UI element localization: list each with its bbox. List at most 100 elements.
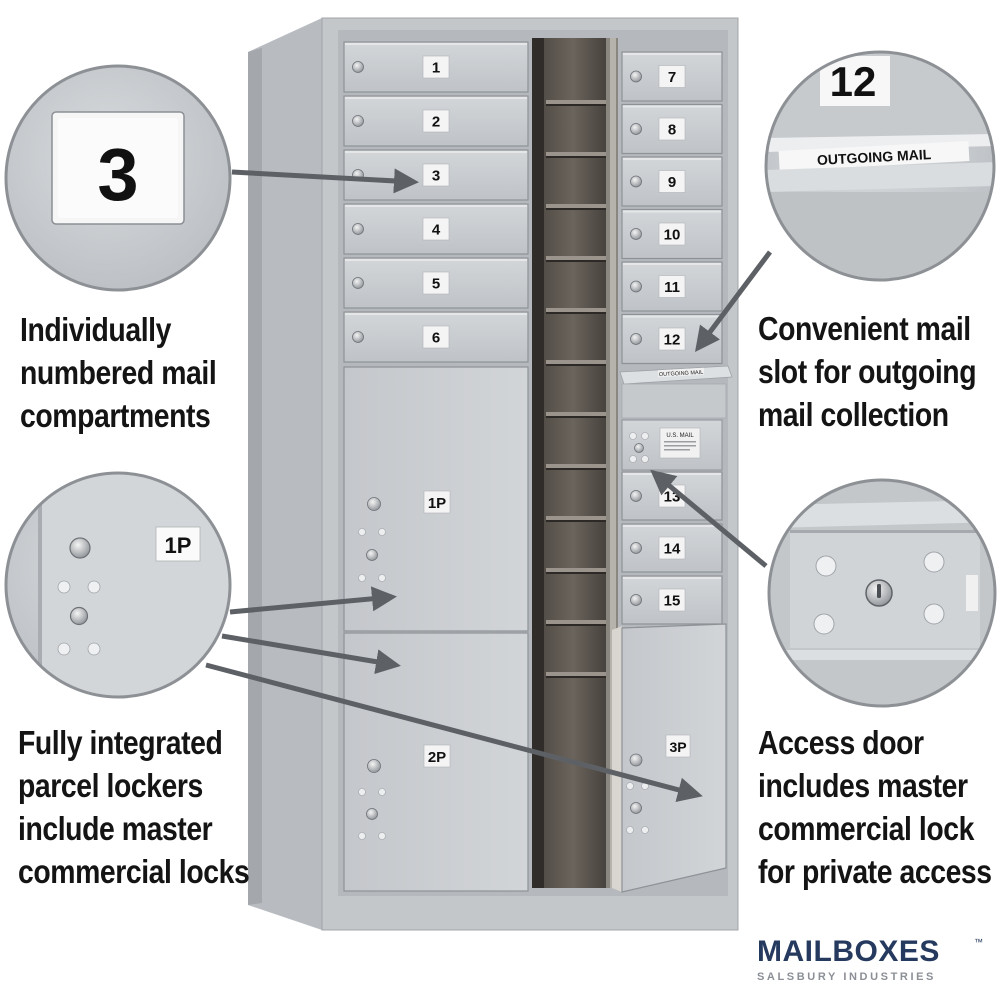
- arrow-parcel-3p: [205, 662, 703, 802]
- parcel-locker-1p[interactable]: 1P: [343, 366, 529, 632]
- arrow-master-lock: [650, 469, 768, 568]
- door-number: 1: [432, 60, 440, 77]
- open-interior: [532, 38, 622, 892]
- zoom-callout-parcel-lock: 1P: [4, 471, 232, 699]
- lock-icon: [630, 280, 642, 293]
- door-number: 12: [664, 332, 681, 349]
- mail-compartment-door[interactable]: 2: [343, 95, 529, 147]
- mail-compartment-door[interactable]: 15: [621, 575, 723, 625]
- lock-icon: [367, 497, 381, 511]
- zoom-parcel-label: 1P: [165, 533, 192, 558]
- mail-compartment-door[interactable]: 3: [343, 149, 529, 201]
- caption-line: parcel lockers: [18, 767, 203, 804]
- lock-icon: [630, 123, 642, 135]
- mail-compartment-door[interactable]: 14: [621, 523, 723, 573]
- caption-parcel: Fully integrated parcel lockers include …: [18, 721, 250, 893]
- lock-icon: [352, 277, 364, 289]
- door-number: 3P: [669, 739, 686, 755]
- door-number: 2: [432, 114, 440, 131]
- lock-icon: [630, 594, 642, 606]
- lock-icon: [630, 490, 642, 502]
- mail-compartment-door[interactable]: 13: [621, 471, 723, 521]
- caption-line: Individually: [20, 311, 171, 348]
- zoom-door-number: 3: [97, 133, 138, 216]
- mail-compartment-door[interactable]: 7: [621, 51, 723, 102]
- door-number: 5: [432, 276, 440, 293]
- caption-line: include master: [18, 810, 213, 847]
- caption-line: slot for outgoing: [758, 353, 977, 390]
- caption-compartments: Individually numbered mail compartments: [20, 308, 217, 437]
- lock-icon: [366, 549, 378, 561]
- arrow-parcel-2p: [221, 633, 401, 675]
- arrow-door-number: [231, 168, 419, 194]
- lock-icon: [352, 115, 364, 127]
- door-number: 4: [432, 222, 441, 239]
- lock-icon: [352, 331, 364, 343]
- lock-icon: [630, 228, 642, 240]
- access-door[interactable]: U.S. MAIL: [621, 419, 723, 471]
- mail-compartment-door[interactable]: 5: [343, 257, 529, 309]
- mail-compartment-door[interactable]: 11: [621, 261, 723, 312]
- right-lower-door-column: 13 14 15: [621, 471, 723, 625]
- lock-icon: [630, 70, 642, 83]
- mail-compartment-door[interactable]: 12: [621, 313, 723, 365]
- door-number: 1P: [428, 495, 446, 512]
- right-door-column: 7 8 9 10 11 12: [621, 51, 723, 365]
- outgoing-mail-slot[interactable]: OUTGOING MAIL: [619, 365, 733, 419]
- caption-line: for private access: [758, 853, 992, 890]
- zoom-callout-outgoing-slot: 12 OUTGOING MAIL: [764, 50, 996, 282]
- zoom-slot-number: 12: [830, 58, 877, 105]
- door-number: 3: [432, 168, 440, 185]
- cabinet-side: [248, 18, 322, 930]
- caption-line: Fully integrated: [18, 724, 223, 761]
- zoom-callout-door-number: 3: [4, 64, 232, 292]
- zoom-slot-label: OUTGOING MAIL: [817, 146, 932, 168]
- brand-logo: MAILBOXES SALSBURY INDUSTRIES ™: [757, 935, 987, 995]
- master-lock-icon: [634, 443, 644, 453]
- caption-line: includes master: [758, 767, 968, 804]
- door-number: 15: [664, 593, 681, 610]
- mail-compartment-door[interactable]: 1: [343, 41, 529, 93]
- door-number: 6: [432, 330, 440, 347]
- lock-icon: [69, 606, 89, 626]
- lock-icon: [630, 175, 642, 188]
- door-number: 14: [664, 541, 681, 558]
- lock-icon: [367, 759, 381, 773]
- door-number: 8: [668, 122, 676, 139]
- lock-icon: [352, 61, 364, 73]
- door-number: 7: [668, 69, 676, 86]
- door-number: 9: [668, 174, 676, 191]
- caption-outgoing: Convenient mail slot for outgoing mail c…: [758, 307, 977, 436]
- mail-compartment-door[interactable]: 4: [343, 203, 529, 255]
- mail-compartment-door[interactable]: 10: [621, 208, 723, 260]
- caption-line: commercial lock: [758, 810, 974, 847]
- mail-compartment-door[interactable]: 6: [343, 311, 529, 363]
- lock-icon: [352, 223, 364, 235]
- caption-line: numbered mail: [20, 354, 217, 391]
- caption-line: mail collection: [758, 396, 949, 433]
- cabinet-side-shade: [248, 48, 262, 905]
- caption-line: Convenient mail: [758, 310, 971, 347]
- brand-tagline: SALSBURY INDUSTRIES: [757, 971, 936, 983]
- lock-icon: [366, 808, 378, 820]
- lock-icon: [630, 542, 642, 554]
- door-number: 2P: [428, 749, 446, 766]
- mail-compartment-door[interactable]: 8: [621, 103, 723, 155]
- arrow-parcel-1p: [229, 586, 397, 615]
- callout-arrows: [205, 168, 772, 802]
- left-door-column: 1 2 3 4 5 6: [343, 41, 529, 363]
- mail-compartment-door[interactable]: 9: [621, 156, 723, 207]
- caption-line: compartments: [20, 397, 211, 434]
- lock-icon: [629, 753, 643, 767]
- caption-line: Access door: [758, 724, 924, 761]
- door-number: 11: [664, 279, 680, 296]
- caption-access: Access door includes master commercial l…: [758, 721, 992, 893]
- parcel-locker-3p[interactable]: 3P: [621, 623, 727, 893]
- lock-icon: [630, 333, 642, 345]
- parcel-locker-2p[interactable]: 2P: [343, 632, 529, 892]
- outgoing-slot-label: OUTGOING MAIL: [659, 370, 704, 378]
- brand-name: MAILBOXES: [757, 935, 940, 968]
- door-number: 10: [664, 227, 681, 244]
